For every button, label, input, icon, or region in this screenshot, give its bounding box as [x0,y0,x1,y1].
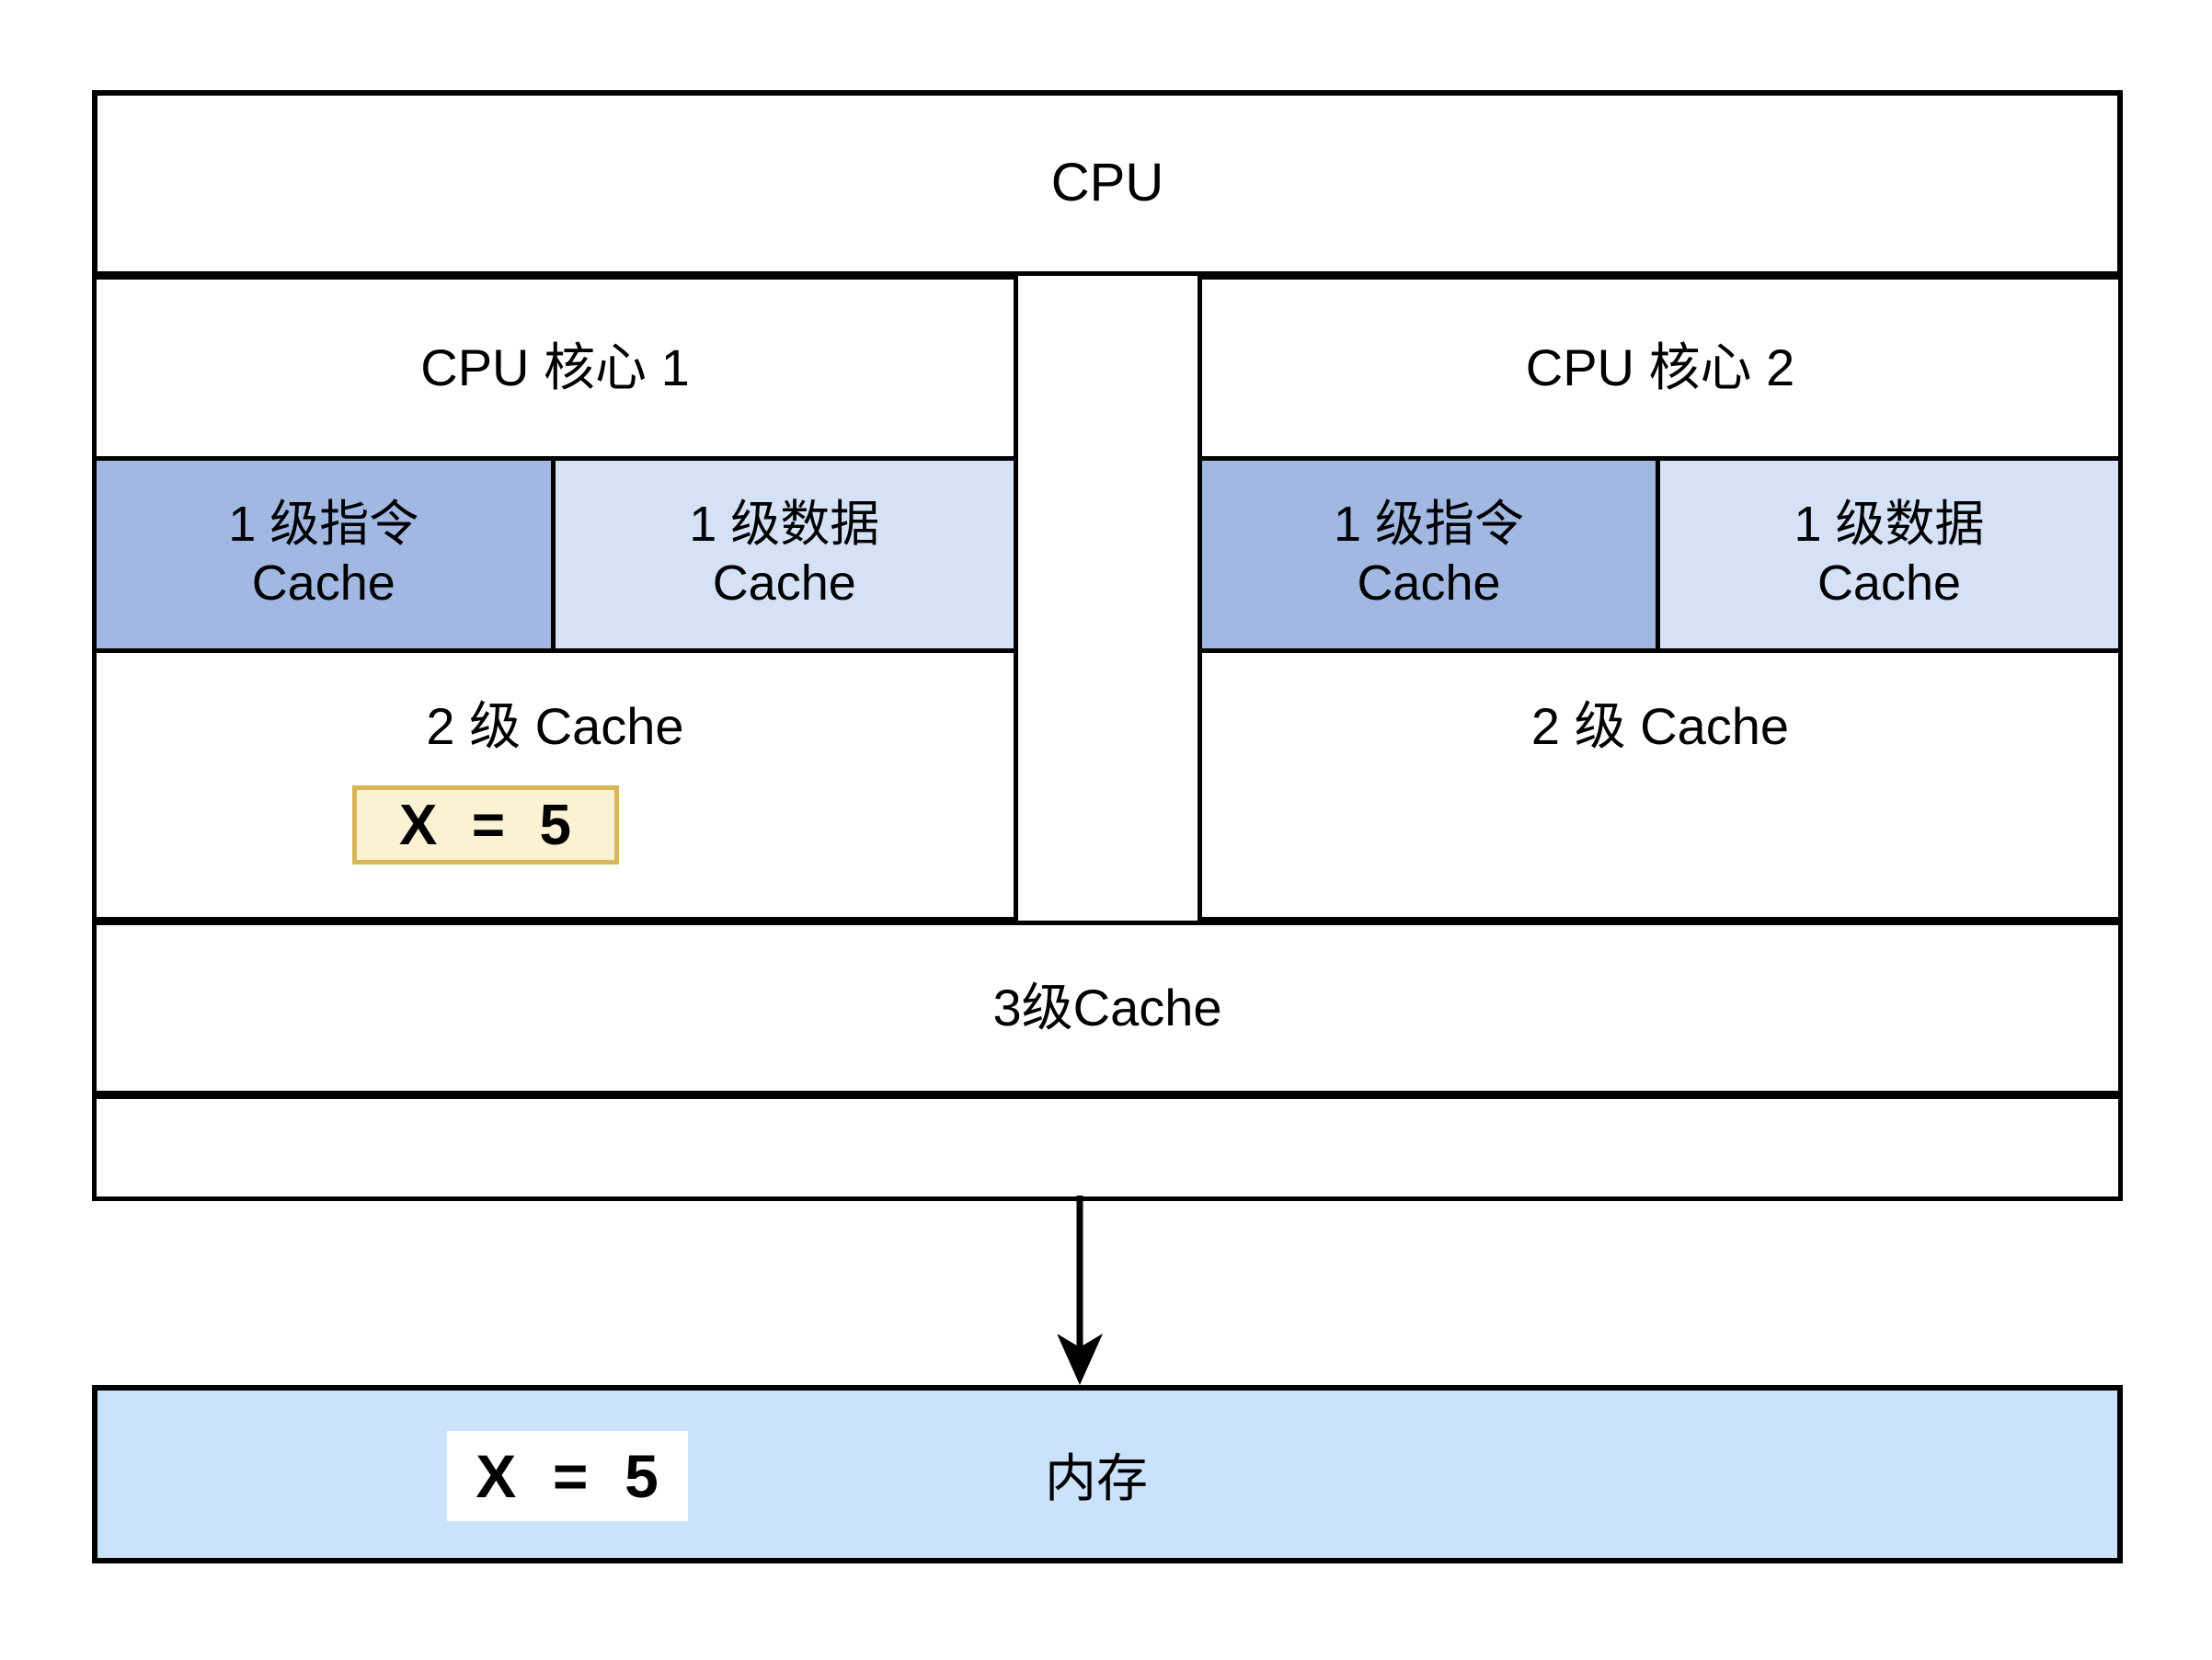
arrow-down-icon [1057,1196,1103,1385]
core-2-l2-label: 2 级 Cache [1530,697,1790,755]
core-1-l1-row: 1 级指令 Cache 1 级数据 Cache [97,461,1014,653]
core-2-title-label: CPU 核心 2 [1525,338,1795,396]
cpu-core-2: CPU 核心 2 1 级指令 Cache 1 级数据 Cache 2 级 Cac… [1198,275,2123,922]
core-2-l1-instruction-label: 1 级指令 Cache [1333,497,1525,611]
core-1-l1-instruction-cache: 1 级指令 Cache [97,461,556,648]
cpu-to-memory-arrow [1057,1196,1168,1389]
core-2-l2-cache: 2 级 Cache [1202,658,2118,917]
core-1-l1-data-label: 1 级数据 Cache [689,497,880,611]
core-2-l1-row: 1 级指令 Cache 1 级数据 Cache [1202,461,2118,653]
memory-stored-value: X = 5 [447,1431,688,1521]
core-1-title-label: CPU 核心 1 [420,338,690,396]
core-1-l1-instruction-label: 1 级指令 Cache [228,497,419,611]
core-2-l1-data-label: 1 级数据 Cache [1794,497,1985,611]
core-2-l1-instruction-cache: 1 级指令 Cache [1202,461,1660,648]
memory-box: X = 5 内存 [92,1385,2123,1563]
l3-cache-label: 3级Cache [992,978,1222,1036]
cpu-title-row: CPU [92,90,2123,276]
memory-stored-value-text: X = 5 [476,1442,659,1510]
core-1-title-row: CPU 核心 1 [97,280,1014,461]
core-2-l1-data-cache: 1 级数据 Cache [1660,461,2118,648]
core-1-l2-label: 2 级 Cache [426,697,684,755]
core-1-l2-cached-value: X = 5 [352,785,619,864]
cpu-core-1: CPU 核心 1 1 级指令 Cache 1 级数据 Cache 2 级 Cac… [92,275,1018,922]
core-2-title-row: CPU 核心 2 [1202,280,2118,461]
cpu-title-label: CPU [1050,153,1164,213]
core-1-l2-cached-value-text: X = 5 [399,793,572,857]
core-1-l1-data-cache: 1 级数据 Cache [555,461,1014,648]
l3-cache-row: 3级Cache [92,921,2123,1095]
core-1-l2-cache: 2 级 Cache X = 5 [97,658,1014,917]
memory-label: 内存 [1045,1448,1148,1507]
cpu-bottom-strip [92,1094,2123,1201]
